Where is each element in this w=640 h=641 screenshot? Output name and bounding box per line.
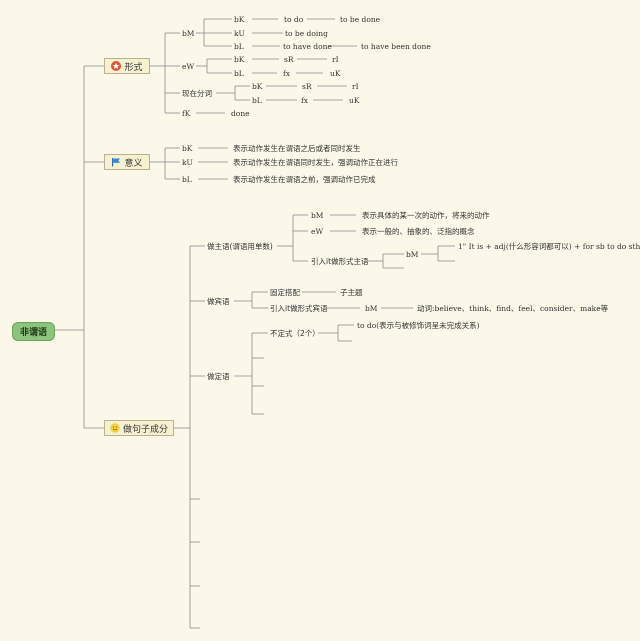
function-object-fixed-value: 子主题 [340, 288, 363, 297]
form-participle-row2-key: bL [252, 96, 262, 105]
category-meaning-label: 意义 [124, 158, 143, 169]
function-object-it-bM: bM [365, 304, 378, 313]
form-bM-row2-val1: to be doing [285, 29, 328, 38]
function-subject-it: 引入it做形式主语 [311, 257, 369, 266]
category-meaning[interactable]: 意义 [104, 154, 150, 170]
function-subject-bM: bM [311, 211, 324, 220]
form-eW-row2-val2: uK [330, 69, 341, 78]
category-function[interactable]: 做句子成分 [104, 420, 174, 436]
form-participle-row1-val1: sR [302, 82, 312, 91]
function-attributive: 做定语 [207, 372, 230, 381]
form-bM-row1-val2: to be done [340, 15, 381, 24]
form-participle-row2-val2: uK [349, 96, 360, 105]
form-participle-row2-val1: fx [301, 96, 309, 105]
form-eW-row2-key: bL [234, 69, 244, 78]
function-infinitive: 不定式（2个） [270, 329, 320, 338]
form-fK-value: done [231, 109, 250, 118]
function-subject-it-bM: bM [406, 250, 419, 259]
meaning-row1-key: bK [182, 144, 193, 153]
form-participle-row1-val2: rI [352, 82, 359, 91]
smiley-icon [110, 423, 120, 433]
form-eW-row1-key: bK [234, 55, 245, 64]
form-bM-row1-val1: to do [284, 15, 304, 24]
function-object-it: 引入it做形式宾语 [270, 304, 328, 313]
meaning-row2-desc: 表示动作发生在谓语同时发生，强调动作正在进行 [233, 158, 398, 167]
form-bM-row1-key: bK [234, 15, 245, 24]
meaning-row3-desc: 表示动作发生在谓语之前，强调动作已完成 [233, 175, 376, 184]
root-node[interactable]: 非谓语 [12, 322, 55, 341]
form-bM-row3-key: bL [234, 42, 244, 51]
star-icon [111, 61, 122, 71]
function-infinitive-desc: to do(表示与被修饰词呈未完成关系) [357, 321, 480, 330]
form-eW-row1-val1: sR [284, 55, 294, 64]
meaning-row1-desc: 表示动作发生在谓语之后或者同时发生 [233, 144, 361, 153]
form-bM-label: bM [182, 29, 195, 38]
flag-icon [112, 158, 121, 167]
category-form-label: 形式 [124, 62, 143, 73]
form-eW-row1-val2: rI [332, 55, 339, 64]
form-participle-label: 现在分词 [182, 89, 212, 98]
form-bM-row2-key: kU [234, 29, 245, 38]
form-fK-label: fK [182, 109, 191, 118]
function-subject: 做主语(谓语用单数) [207, 242, 273, 251]
meaning-row3-key: bL [182, 175, 192, 184]
function-subject-eW-desc: 表示一般的、抽象的、泛指的概念 [362, 227, 475, 236]
form-bM-row3-val2: to have been done [361, 42, 431, 51]
function-object-it-verbs: 动词:believe、think、find、feel、consider、make… [417, 304, 609, 313]
function-object: 做宾语 [207, 297, 230, 306]
category-function-label: 做句子成分 [122, 424, 168, 435]
form-eW-label: eW [182, 62, 195, 71]
form-eW-row2-val1: fx [283, 69, 291, 78]
form-participle-row1-key: bK [252, 82, 263, 91]
form-bM-row3-val1: to have done [283, 42, 332, 51]
category-form[interactable]: 形式 [104, 58, 150, 74]
function-subject-bM-desc: 表示具体的某一次的动作，将来的动作 [362, 211, 490, 220]
function-subject-it-formula: 1" It is + adj(什么形容词都可以) + for sb to do … [458, 242, 640, 251]
function-subject-eW: eW [311, 227, 324, 236]
function-object-fixed: 固定搭配 [270, 288, 300, 297]
meaning-row2-key: kU [182, 158, 193, 167]
